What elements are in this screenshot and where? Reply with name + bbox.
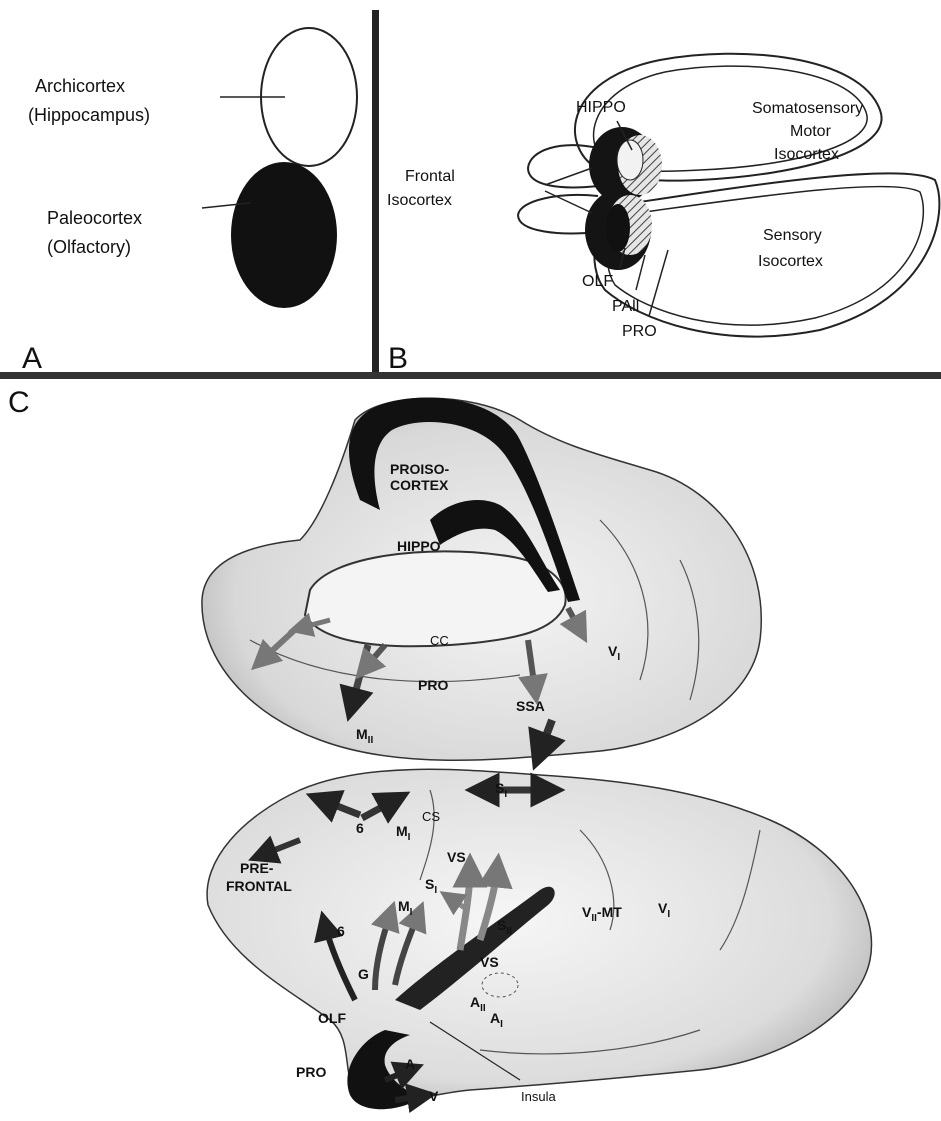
- olfactory-core: [606, 204, 630, 252]
- six-mid-label: 6: [337, 923, 345, 939]
- paleocortex-label: Paleocortex: [47, 208, 142, 228]
- olf-c-label: OLF: [318, 1010, 346, 1026]
- motor-label: Motor: [790, 123, 832, 140]
- ssa-label: SSA: [516, 698, 545, 714]
- g-label: G: [358, 966, 369, 982]
- vs-low-label: VS: [480, 954, 499, 970]
- proisocortex-label-2: CORTEX: [390, 477, 449, 493]
- hippo-label: HIPPO: [576, 99, 626, 116]
- frontal-lobe-upper: [528, 145, 598, 187]
- hippo-c-label: HIPPO: [397, 538, 441, 554]
- frontal-isocortex-label: Isocortex: [387, 192, 452, 209]
- cs-label: CS: [422, 809, 440, 824]
- panel-a-letter: A: [22, 342, 42, 375]
- archicortex-label: Archicortex: [35, 76, 125, 96]
- lateral-hemisphere: [207, 769, 871, 1103]
- frontal-leader-1: [545, 168, 592, 185]
- paleocortex-ellipse: [231, 162, 337, 308]
- arrow-lateral-v: [395, 1096, 422, 1100]
- isocortex-upper-label: Isocortex: [774, 146, 839, 163]
- v-label: V: [429, 1088, 439, 1104]
- panel-c: C PROISO- CORTEX HIPPO CC VI PRO SSA MII: [8, 386, 872, 1109]
- panel-a: Archicortex (Hippocampus) Paleocortex (O…: [22, 28, 357, 375]
- prefrontal-label-2: FRONTAL: [226, 878, 292, 894]
- proisocortex-label-1: PROISO-: [390, 461, 449, 477]
- hippocampus-label: (Hippocampus): [28, 105, 150, 125]
- somatosensory-label: Somatosensory: [752, 100, 863, 117]
- cc-label: CC: [430, 633, 449, 648]
- panel-b: HIPPO Somatosensory Motor Isocortex Fron…: [387, 54, 939, 375]
- pro-leader: [649, 250, 668, 316]
- sensory-label: Sensory: [763, 227, 822, 244]
- vs-top-label: VS: [447, 849, 466, 865]
- panel-c-letter: C: [8, 386, 30, 419]
- pro-medial-label: PRO: [418, 677, 448, 693]
- frontal-label: Frontal: [405, 168, 455, 185]
- corpus-callosum-region: [305, 551, 566, 646]
- sensory-isocortex-label: Isocortex: [758, 253, 823, 270]
- six-top-label: 6: [356, 820, 364, 836]
- prefrontal-label-1: PRE-: [240, 860, 274, 876]
- olfactory-label: (Olfactory): [47, 237, 131, 257]
- pro-label: PRO: [622, 323, 657, 340]
- vertical-divider: [372, 10, 379, 378]
- insula-label: Insula: [521, 1089, 556, 1104]
- olf-label: OLF: [582, 273, 613, 290]
- a-label: A: [405, 1056, 415, 1072]
- pall-label: PAll: [612, 298, 639, 315]
- horizontal-divider: [0, 372, 941, 379]
- pro-lateral-label: PRO: [296, 1064, 326, 1080]
- panel-b-letter: B: [388, 342, 408, 375]
